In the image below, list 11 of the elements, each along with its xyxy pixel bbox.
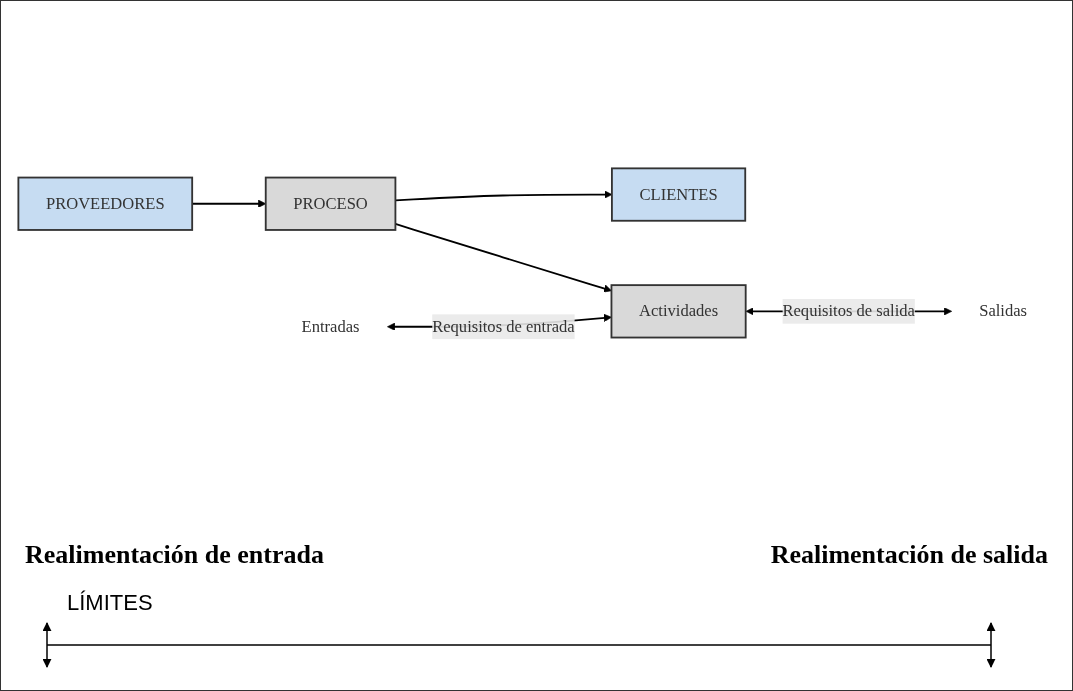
node-box: PROVEEDORES bbox=[17, 176, 194, 231]
node-text: Salidas bbox=[979, 301, 1028, 320]
edge-label: Requisitos de entrada bbox=[432, 316, 575, 336]
node-box: CLIENTES bbox=[611, 167, 747, 222]
node-box: Actividades bbox=[610, 284, 747, 339]
node-text: Entradas bbox=[301, 316, 360, 336]
node-box: PROCESO bbox=[264, 176, 397, 231]
edge-label: Requisitos de salida bbox=[782, 301, 915, 320]
feedback-label: Realimentación de salida bbox=[770, 540, 1048, 570]
feedback-label: Realimentación de entrada bbox=[25, 540, 324, 570]
boundary-label: LÍMITES bbox=[67, 590, 153, 616]
